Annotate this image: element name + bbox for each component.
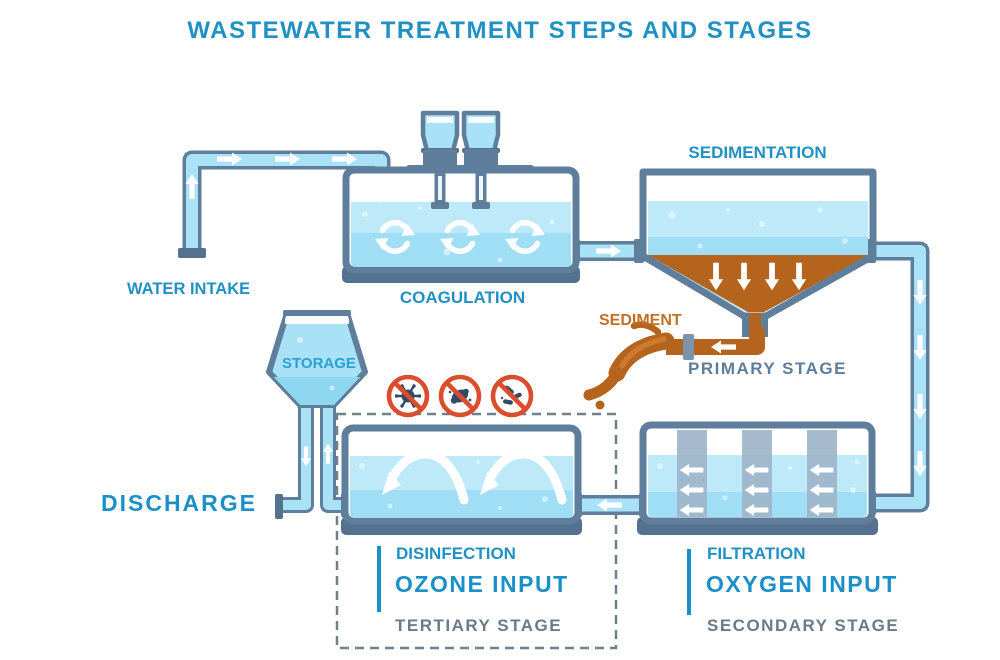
label-tertiary-stage: TERTIARY STAGE	[395, 616, 563, 635]
label-sedimentation: SEDIMENTATION	[688, 143, 827, 162]
page-title: WASTEWATER TREATMENT STEPS AND STAGES	[187, 17, 813, 44]
storage-discharge-pipe	[275, 398, 314, 519]
storage-tank	[266, 310, 368, 408]
filter-column	[677, 430, 707, 517]
label-filtration: FILTRATION	[707, 544, 806, 563]
sediment-splash-icon	[583, 321, 675, 410]
coagulation-tank	[342, 166, 580, 283]
disinfection-tank	[341, 424, 582, 535]
label-water-intake: WATER INTAKE	[127, 280, 251, 298]
sediment-layer	[648, 255, 868, 312]
oxygen-accent-bar	[687, 549, 691, 615]
hopper-icon	[420, 110, 460, 209]
label-oxygen-input: OXYGEN INPUT	[706, 571, 898, 597]
tertiary-stage-boundary	[335, 412, 618, 650]
label-primary-stage: PRIMARY STAGE	[688, 359, 847, 378]
label-storage: STORAGE	[282, 355, 356, 372]
ozone-accent-bar	[377, 546, 381, 612]
filter-column	[807, 430, 837, 517]
hopper-icon	[461, 110, 501, 209]
chemical-hoppers	[406, 110, 534, 209]
sediment-pipe	[583, 313, 768, 410]
label-ozone-input: OZONE INPUT	[395, 571, 569, 597]
label-sediment: SEDIMENT	[599, 312, 682, 329]
no-virus-icon	[389, 377, 427, 415]
label-discharge: DISCHARGE	[101, 490, 258, 516]
no-bacteria-icon	[441, 377, 479, 415]
no-germs-icon	[493, 377, 531, 415]
label-coagulation: COAGULATION	[399, 288, 526, 307]
filtration-tank	[637, 421, 878, 535]
filter-column	[742, 430, 772, 517]
label-secondary-stage: SECONDARY STAGE	[707, 616, 900, 635]
sedimentation-tank	[639, 168, 877, 320]
label-disinfection: DISINFECTION	[396, 544, 516, 563]
